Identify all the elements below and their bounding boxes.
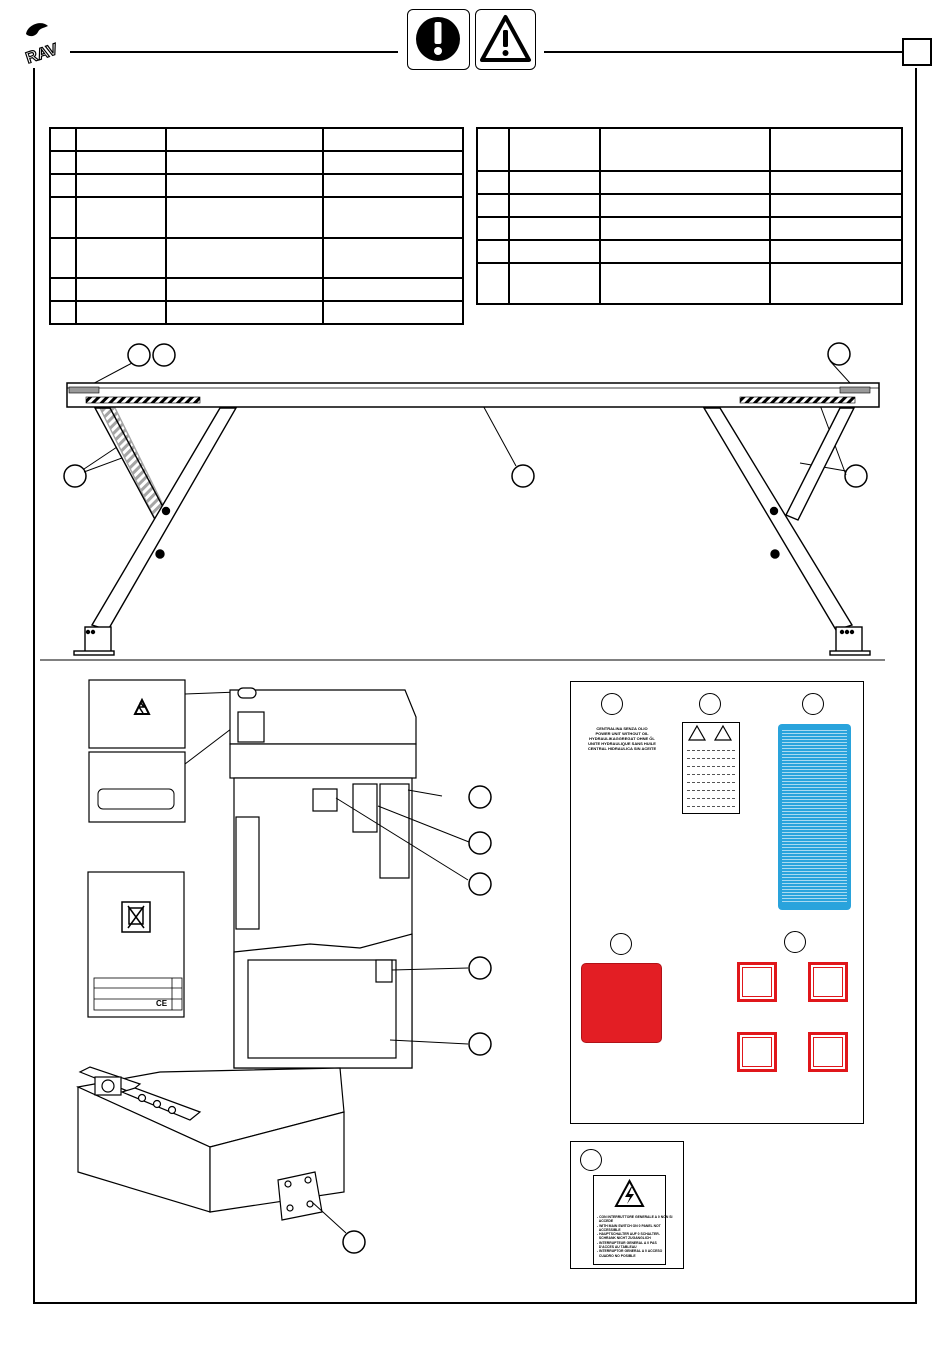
table-row: [476, 170, 903, 195]
table-row: [49, 150, 464, 175]
red-frame-square: [808, 1032, 848, 1072]
warning-line: CUADRO NO POSIBLE: [597, 1253, 636, 1258]
warning-line: ACCESSIBLE: [597, 1227, 621, 1232]
warning-triangle-icon: [480, 15, 531, 62]
hazard-stripe-left: [85, 396, 201, 404]
table-row: [49, 237, 464, 279]
warning-line: D'ACCES AU TABLEAU: [597, 1245, 637, 1250]
header-rule-right: [544, 51, 902, 53]
callout-circle: [63, 464, 87, 488]
callout-circle: [580, 1149, 602, 1171]
callout-circle: [610, 933, 632, 955]
oil-label-line: POWER UNIT WITHOUT OIL: [595, 731, 649, 736]
table-row: [49, 127, 464, 152]
warning-line: - INTERRUPTOR GENERAL A 0 ACCESO: [597, 1249, 663, 1254]
callout-circle: [802, 693, 824, 715]
table-row: [476, 127, 903, 172]
table-row: [476, 239, 903, 264]
warning-line: - WITH MAIN SWITCH ON 0 PANEL NOT: [597, 1223, 661, 1228]
page-number-box: [902, 38, 932, 66]
mandatory-icon-box: [407, 9, 470, 70]
legend-table-left: [49, 127, 464, 325]
callout-circle: [601, 693, 623, 715]
decals-panel: CENTRALINA SENZA OLIO POWER UNIT WITHOUT…: [570, 681, 864, 1124]
red-label: [581, 963, 662, 1043]
oil-label-line: UNITE HYDRAULIQUE SANS HUILE: [588, 741, 656, 746]
warning-line: - INTERRUPTEUR GENERAL A 0 PAS: [597, 1240, 657, 1245]
callout-circle: [699, 693, 721, 715]
instruction-label-blue: [778, 724, 851, 910]
table-row: [49, 300, 464, 325]
callout-circle: [844, 464, 868, 488]
ce-mark: CE: [156, 999, 168, 1008]
header-rule-left: [70, 51, 398, 53]
warning-line: - HAUPTSCHALTER AUF 0 SCHALTER-: [597, 1232, 660, 1237]
oil-label-line: CENTRAL HIDRAULICA SIN ACEITE: [587, 746, 657, 751]
logo-graphic: RAV: [23, 23, 61, 68]
callout-circle: [784, 931, 806, 953]
oil-label-line: HYDRAULIKAGGREGAT OHNE ÖL: [589, 736, 655, 741]
legend-table-right: [476, 127, 903, 305]
warning-triangle-icon: [687, 724, 733, 741]
red-frame-square: [808, 962, 848, 1002]
electrical-warning-label: - CON INTERRUTTORE GENERALE A 0 NON SI A…: [593, 1175, 673, 1265]
hazard-label-white: [682, 722, 740, 814]
high-voltage-icon: [614, 1178, 645, 1207]
warning-icon-box: [475, 9, 536, 70]
table-row: [49, 277, 464, 302]
callout-circle: [152, 343, 176, 367]
logo-text: RAV: [24, 41, 61, 66]
hazard-stripe-right: [739, 396, 856, 404]
callout-circle: [511, 464, 535, 488]
table-row: [476, 193, 903, 218]
brand-logo: RAV: [18, 16, 68, 68]
exclamation-icon: [416, 17, 460, 61]
warning-line: - CON INTERRUTTORE GENERALE A 0 NON SI: [597, 1215, 673, 1219]
electrical-warning-panel: - CON INTERRUTTORE GENERALE A 0 NON SI A…: [570, 1141, 684, 1269]
page-frame: [33, 68, 917, 1304]
table-row: [476, 216, 903, 241]
table-row: [476, 262, 903, 305]
warning-line: ACCEDE: [597, 1219, 614, 1224]
callout-circle: [127, 343, 151, 367]
red-frame-square: [737, 962, 777, 1002]
table-row: [49, 196, 464, 239]
table-row: [49, 173, 464, 198]
control-unit-drawing: CE: [76, 679, 492, 1254]
oil-label-line: CENTRALINA SENZA OLIO: [596, 726, 648, 731]
warning-line: SCHRANK NICHT ZUGANGLICH: [597, 1236, 651, 1241]
scissor-lift-drawing: [40, 342, 885, 661]
red-frame-square: [737, 1032, 777, 1072]
callout-circle: [827, 342, 851, 366]
oil-warning-label: CENTRALINA SENZA OLIO POWER UNIT WITHOUT…: [583, 726, 661, 751]
